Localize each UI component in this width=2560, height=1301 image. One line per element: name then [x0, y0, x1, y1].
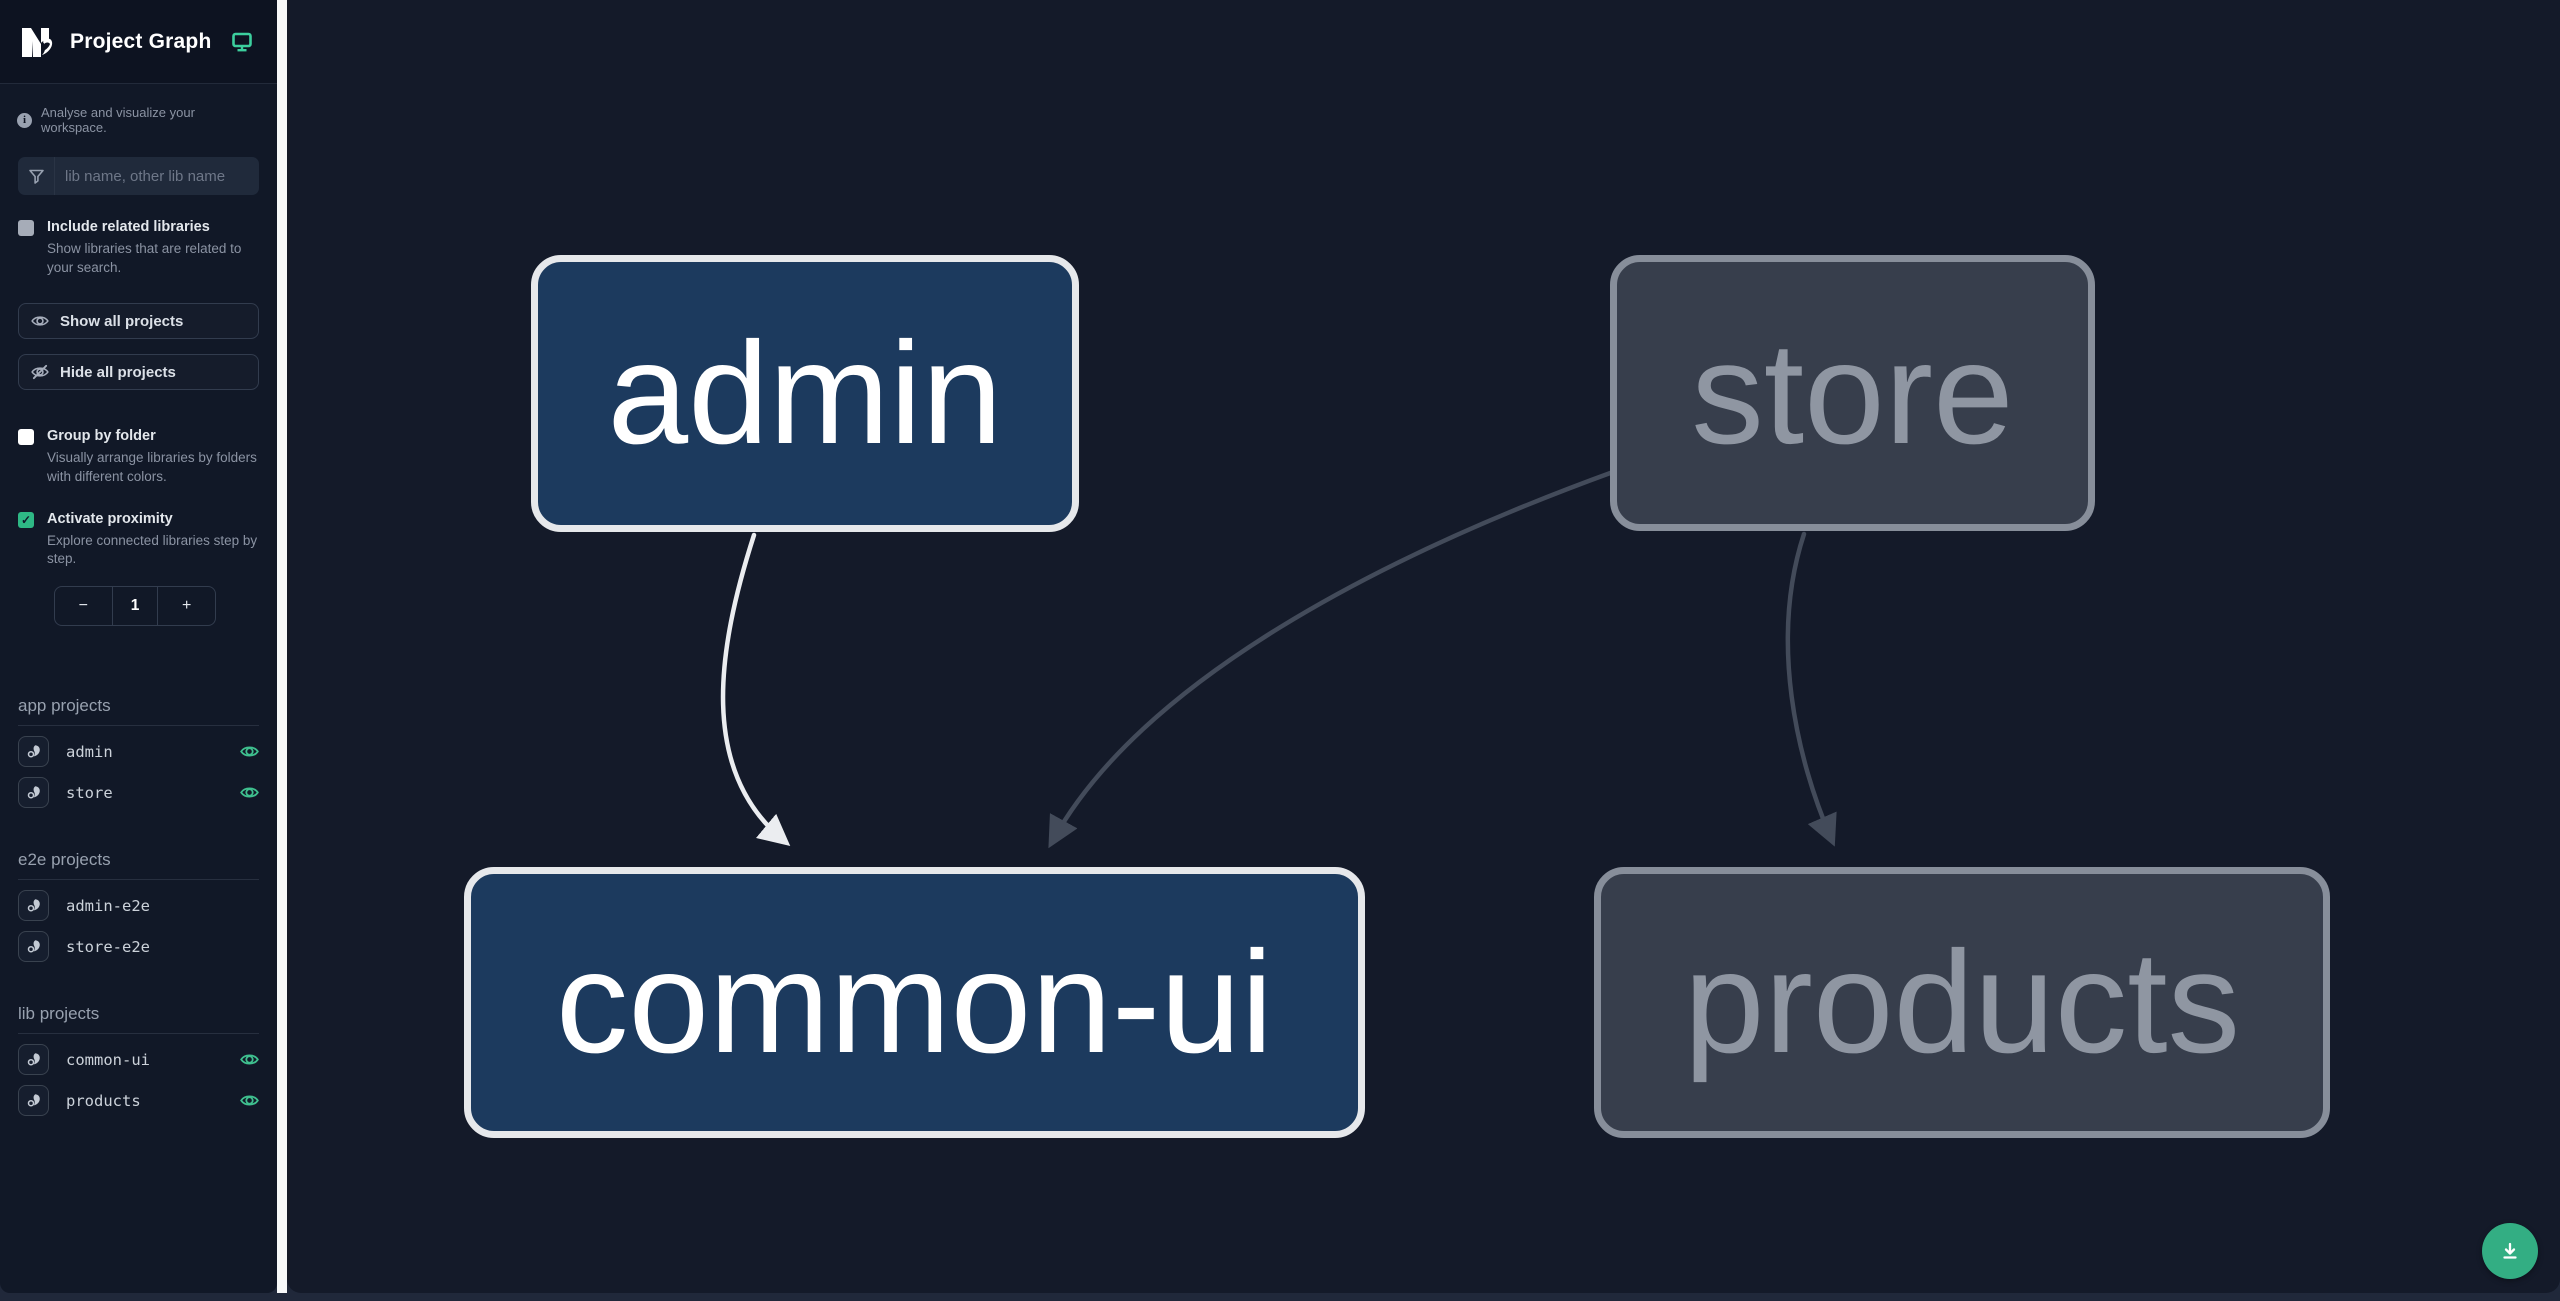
project-pin-icon [27, 1094, 40, 1107]
tagline-text: Analyse and visualize your workspace. [41, 105, 195, 135]
proximity-stepper: − 1 + [54, 586, 216, 627]
toggle-visibility-eye-icon[interactable] [240, 742, 259, 761]
project-name: store [66, 783, 113, 802]
edge-store-to-products [1785, 531, 1837, 847]
project-section: lib projects common-ui products [0, 1004, 277, 1117]
show-all-projects-button[interactable]: Show all projects [18, 303, 259, 340]
section-title: app projects [18, 696, 259, 727]
proximity-increment-button[interactable]: + [157, 587, 215, 626]
option-label: Group by folder [47, 428, 156, 445]
project-name: admin-e2e [66, 896, 150, 915]
monitor-icon[interactable] [231, 31, 253, 53]
include-related-checkbox[interactable] [18, 220, 34, 236]
option-description: Explore connected libraries step by step… [47, 532, 258, 567]
project-list-item-products[interactable]: products [0, 1085, 277, 1117]
check-icon: ✓ [20, 512, 32, 527]
focus-project-button[interactable] [18, 890, 49, 922]
project-pin-icon [27, 745, 40, 758]
sidebar-header: Project Graph [0, 0, 277, 84]
sidebar: Project Graph i Analyse and visualize yo… [0, 0, 277, 1293]
group-by-folder-checkbox[interactable] [18, 429, 34, 446]
eye-off-icon [31, 365, 49, 380]
filter-box [18, 157, 259, 195]
edge-store-to-common-ui [1048, 469, 1616, 849]
section-title: e2e projects [18, 850, 259, 881]
sidebar-canvas-divider [277, 0, 287, 1293]
option-activate-proximity: ✓ Activate proximity Explore connected l… [0, 511, 277, 569]
option-label: Include related libraries [47, 219, 210, 235]
project-section: e2e projects admin-e2e store-e2e [0, 850, 277, 963]
focus-project-button[interactable] [18, 1044, 49, 1076]
project-list-item-admin-e2e[interactable]: admin-e2e [0, 890, 277, 922]
download-icon [2503, 1242, 2517, 1259]
toggle-visibility-eye-icon[interactable] [240, 1050, 259, 1069]
project-list-item-admin[interactable]: admin [0, 736, 277, 768]
graph-node-admin[interactable]: admin [531, 255, 1079, 532]
edge-admin-to-common-ui [720, 532, 791, 847]
section-title: lib projects [18, 1004, 259, 1035]
focus-project-button[interactable] [18, 777, 49, 809]
project-pin-icon [27, 899, 40, 912]
project-name: common-ui [66, 1050, 150, 1069]
nx-logo-icon [22, 27, 53, 57]
project-list-item-store-e2e[interactable]: store-e2e [0, 931, 277, 963]
focus-project-button[interactable] [18, 1085, 49, 1117]
option-label: Activate proximity [47, 510, 173, 527]
project-section: app projects admin store [0, 696, 277, 809]
project-list-item-store[interactable]: store [0, 777, 277, 809]
filter-input[interactable] [55, 167, 259, 185]
page-title: Project Graph [70, 29, 212, 53]
info-icon: i [17, 112, 32, 128]
project-pin-icon [27, 940, 40, 953]
proximity-decrement-button[interactable]: − [55, 587, 112, 625]
project-pin-icon [27, 1053, 40, 1066]
proximity-value: 1 [111, 587, 158, 626]
graph-node-products[interactable]: products [1594, 867, 2330, 1138]
activate-proximity-checkbox[interactable]: ✓ [18, 511, 34, 528]
project-name: admin [66, 742, 113, 761]
project-pin-icon [27, 786, 40, 799]
focus-project-button[interactable] [18, 736, 49, 768]
project-name: products [66, 1091, 141, 1110]
hide-all-projects-button[interactable]: Hide all projects [18, 354, 259, 391]
eye-icon [31, 316, 49, 327]
focus-project-button[interactable] [18, 931, 49, 963]
option-include-related: Include related libraries Show libraries… [0, 219, 277, 277]
option-description: Visually arrange libraries by folders wi… [47, 450, 257, 485]
toggle-visibility-eye-icon[interactable] [240, 1091, 259, 1110]
project-list-item-common-ui[interactable]: common-ui [0, 1044, 277, 1076]
funnel-icon [18, 157, 55, 195]
graph-canvas[interactable]: admin store common-ui products [287, 0, 2560, 1293]
save-image-button[interactable] [2482, 1223, 2538, 1279]
project-name: store-e2e [66, 937, 150, 956]
option-group-by-folder: Group by folder Visually arrange librari… [0, 428, 277, 486]
option-description: Show libraries that are related to your … [47, 240, 242, 275]
workspace-tagline: i Analyse and visualize your workspace. [0, 105, 277, 135]
toggle-visibility-eye-icon[interactable] [240, 783, 259, 802]
graph-node-common-ui[interactable]: common-ui [464, 867, 1365, 1138]
graph-edges [720, 469, 1837, 849]
project-sections: app projects admin store [0, 626, 277, 1117]
graph-node-store[interactable]: store [1610, 255, 2095, 531]
